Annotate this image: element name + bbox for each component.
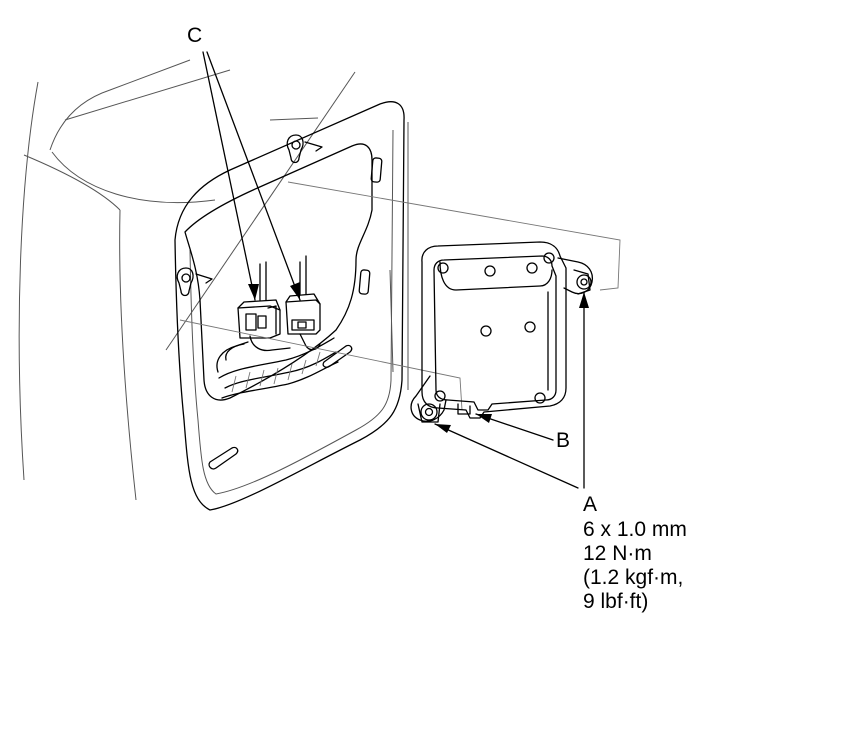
leader-b [475,413,554,441]
body-panel [18,59,409,511]
mount-slot-lower [176,267,213,297]
panel-slots [208,157,383,470]
leader-a [434,291,589,489]
callout-a-label: A [583,493,598,516]
torque-lbfft: 9 lbf·ft) [583,590,649,613]
torque-kgfm: (1.2 kgf·m, [583,566,684,589]
connector-right [285,255,321,335]
callout-b-label: B [556,429,571,452]
wire-harness [216,333,339,399]
callout-c-label: C [187,24,203,47]
connector-left [237,261,281,339]
bolt-spec-block: 6 x 1.0 mm 12 N·m (1.2 kgf·m, 9 lbf·ft) [583,518,687,614]
torque-nm: 12 N·m [583,542,652,565]
leader-c [202,51,301,301]
control-unit [410,241,594,423]
projection-lines [179,181,621,411]
mount-slot-upper [286,134,323,164]
bolt-size: 6 x 1.0 mm [583,518,687,541]
